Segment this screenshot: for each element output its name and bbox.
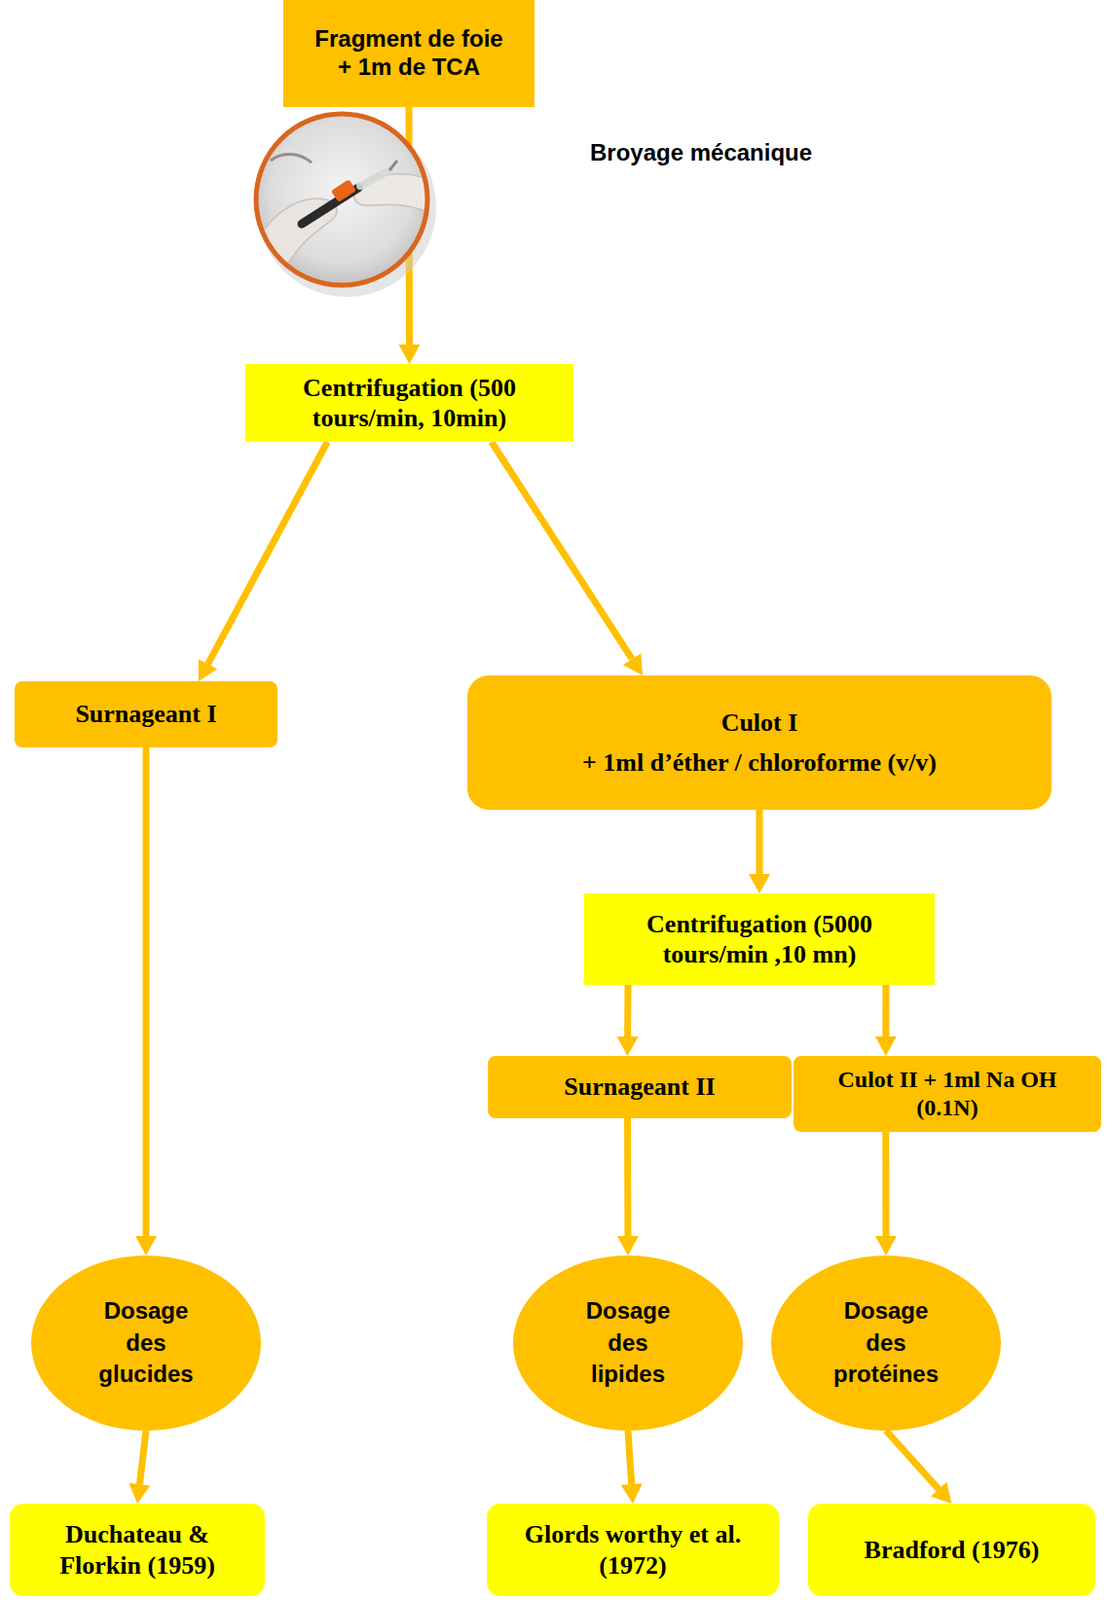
flow-arrow <box>617 1118 639 1256</box>
assay-ellipse: Dosage des glucides <box>31 1255 261 1432</box>
node-text: Centrifugation (5000 tours/min ,10 mn) <box>599 909 920 970</box>
arrow-shaft <box>624 985 631 1037</box>
arrow-head <box>617 1036 639 1057</box>
node-text: Dosage des protéines <box>833 1295 939 1391</box>
flow-arrow <box>491 442 643 676</box>
arrow-head <box>748 874 771 894</box>
flow-arrow <box>617 985 639 1057</box>
node-text: Glords worthy et al. (1972) <box>502 1519 764 1581</box>
arrow-shaft <box>207 442 328 665</box>
fraction-box: Surnageant I <box>14 681 278 748</box>
arrow-shaft <box>139 1431 147 1485</box>
node-text: Surnageant I <box>74 699 217 730</box>
arrow-shaft <box>627 1431 632 1485</box>
node-text: Dosage des lipides <box>586 1295 671 1391</box>
node-text: Dosage des glucides <box>98 1295 193 1391</box>
assay-ellipse: Dosage des lipides <box>513 1255 743 1432</box>
assay-ellipse: Dosage des protéines <box>771 1255 1001 1432</box>
fraction-box: Surnageant II <box>487 1056 792 1119</box>
node-text: Culot II + 1ml Na OH (0.1N) <box>809 1066 1086 1123</box>
arrow-shaft <box>882 1132 889 1237</box>
sample-box: Fragment de foie + 1m de TCA <box>283 0 535 108</box>
arrow-shaft <box>756 810 764 875</box>
arrow-head <box>623 653 643 676</box>
flow-arrow <box>885 1431 953 1505</box>
arrow-head <box>875 1036 897 1057</box>
grinding-photo <box>243 102 448 307</box>
flow-arrow <box>621 1431 643 1505</box>
arrow-shaft <box>624 1118 631 1237</box>
flow-arrow <box>128 1431 150 1505</box>
node-text: Bradford (1976) <box>864 1535 1040 1566</box>
flow-arrow <box>135 747 157 1256</box>
process-box: Centrifugation (500 tours/min, 10min) <box>245 364 574 443</box>
arrow-shaft <box>882 985 889 1037</box>
node-text: Surnageant II <box>563 1071 715 1103</box>
flow-arrow <box>198 442 328 682</box>
reference-box: Glords worthy et al. (1972) <box>486 1504 779 1597</box>
node-text: Culot I <box>721 707 799 738</box>
arrow-shaft <box>143 747 150 1237</box>
flow-arrow <box>748 810 771 894</box>
reference-box: Duchateau & Florkin (1959) <box>9 1504 265 1597</box>
arrow-shaft <box>491 442 632 660</box>
node-body-text: + 1ml d’éther / chloroforme (v/v) <box>582 747 937 778</box>
flow-arrow <box>875 1132 897 1256</box>
arrow-head <box>398 344 420 365</box>
fraction-box: Culot II + 1ml Na OH (0.1N) <box>793 1056 1102 1133</box>
arrow-head <box>617 1236 639 1256</box>
reference-box: Bradford (1976) <box>808 1504 1096 1597</box>
step-label: Broyage mécanique <box>590 139 812 167</box>
process-box: Centrifugation (5000 tours/min ,10 mn) <box>584 893 935 986</box>
arrow-head <box>930 1482 953 1505</box>
node-text: Fragment de foie + 1m de TCA <box>308 25 510 82</box>
arrow-shaft <box>885 1431 939 1490</box>
flow-arrow <box>875 985 897 1057</box>
arrow-head <box>621 1483 643 1505</box>
node-text: Centrifugation (500 tours/min, 10min) <box>260 372 558 434</box>
fraction-box: Culot I + 1ml d’éther / chloroforme (v/v) <box>467 675 1052 811</box>
arrow-head <box>135 1236 157 1256</box>
arrow-head <box>875 1236 897 1256</box>
arrow-head <box>128 1483 150 1505</box>
node-text: Duchateau & Florkin (1959) <box>25 1519 250 1581</box>
arrow-head <box>198 659 218 682</box>
